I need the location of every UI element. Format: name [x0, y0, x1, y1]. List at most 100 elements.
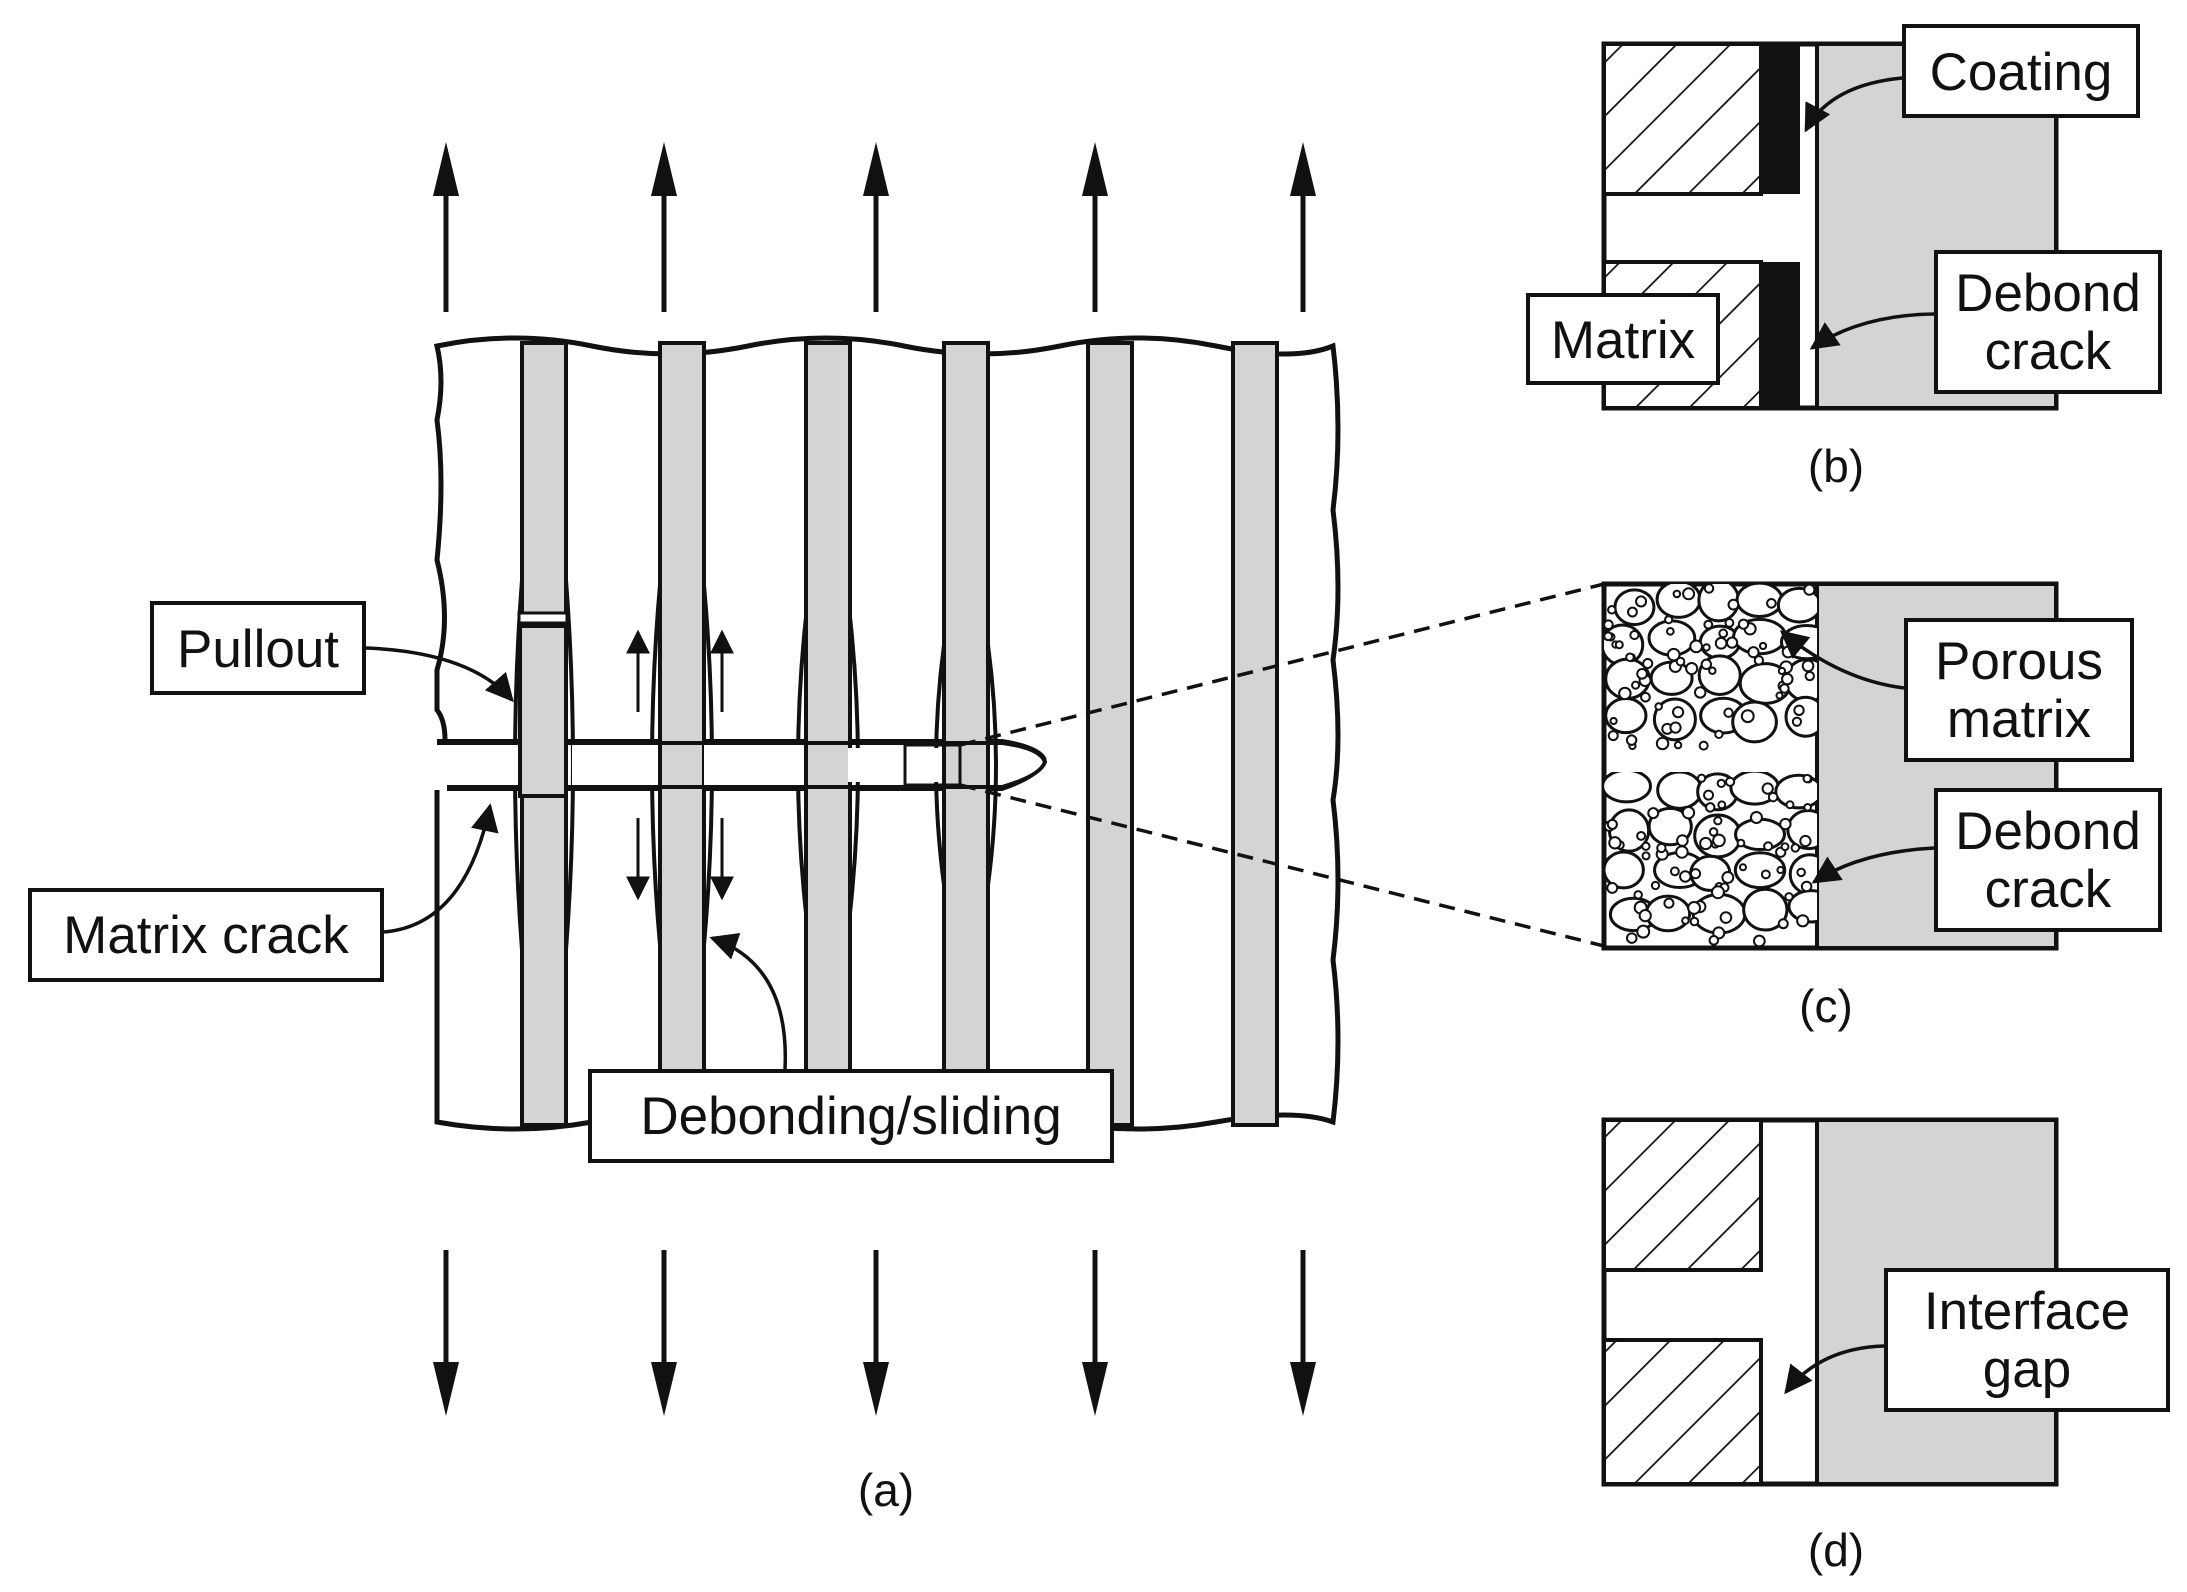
debond-crack-c-label-box — [1934, 788, 2162, 932]
panel-d-caption: (d) — [1808, 1524, 1864, 1576]
pore-small — [1725, 636, 1739, 649]
pore-small — [1717, 800, 1727, 810]
pore — [1787, 889, 1817, 924]
pore-small — [1802, 773, 1812, 784]
pore-small — [1708, 666, 1717, 675]
pore-small — [1638, 909, 1652, 923]
pore-small — [1777, 666, 1786, 676]
pore-small — [1721, 871, 1735, 884]
pore-small — [1714, 729, 1724, 740]
crack-band-mid2 — [704, 744, 804, 786]
panel-d: Interface gap (d) — [1601, 1117, 2170, 1576]
pore-small — [1654, 702, 1663, 711]
pore — [1733, 851, 1787, 890]
callout-debond-crack-b: Debond crack — [1809, 250, 2162, 394]
pore-small — [1775, 691, 1784, 700]
pore-small — [1753, 655, 1765, 666]
callout-debond-crack-c: Debond crack — [1811, 788, 2162, 932]
crack-band-mid1 — [572, 744, 656, 786]
porous-matrix-label-box — [1904, 618, 2134, 762]
load-arrow-top-head-3 — [863, 142, 889, 196]
pore-small — [1696, 773, 1707, 783]
pore-small — [1669, 721, 1682, 734]
sliding-arrows — [626, 629, 734, 901]
pore-small — [1609, 716, 1618, 726]
pore-small — [1791, 716, 1803, 727]
pore-small — [1712, 833, 1726, 848]
pore-small — [1727, 598, 1740, 611]
pore-small — [1635, 595, 1648, 608]
pore-small — [1740, 709, 1755, 724]
pore-small — [1749, 810, 1763, 824]
pore-small — [1796, 867, 1806, 878]
panel-b: Coating Matrix Debond crack (b) — [1526, 24, 2162, 492]
debond-crack-b-label-line1: Debond — [1955, 264, 2141, 323]
pore-small — [1673, 740, 1683, 750]
pore-small — [1703, 619, 1714, 630]
pore-small — [1606, 818, 1618, 830]
pore-small — [1631, 680, 1641, 690]
panel-a: Pullout Matrix crack Debonding/sliding (… — [28, 142, 1341, 1516]
porous-matrix-leader — [1779, 630, 1905, 690]
pore-small — [1776, 865, 1785, 875]
pore-small — [1675, 845, 1689, 859]
interface-gap-label-box — [1884, 1268, 2170, 1412]
porous-matrix-label-line1: Porous — [1935, 632, 2103, 691]
pore-small — [1672, 706, 1685, 719]
pore-small — [1763, 841, 1774, 852]
pore-small — [1790, 843, 1801, 853]
pore-small — [1682, 587, 1696, 601]
pore-small — [1779, 817, 1792, 831]
callout-matrix: Matrix — [1526, 293, 1720, 385]
pore-small — [1704, 802, 1716, 813]
pore-small — [1710, 885, 1725, 900]
matrix-label: Matrix — [1551, 311, 1695, 370]
pore-small — [1699, 836, 1713, 851]
pore-small — [1689, 916, 1700, 927]
pore — [1656, 772, 1703, 810]
pullout-fiber — [517, 611, 569, 798]
pore-small — [1724, 617, 1735, 628]
matrix-label-box — [1526, 293, 1720, 385]
pore-small — [1781, 645, 1795, 659]
pore-small — [1737, 618, 1750, 630]
pore-small — [1766, 597, 1777, 609]
callout-coating: Coating — [1804, 24, 2140, 133]
pore — [1784, 695, 1817, 738]
interface-gap-label-line1: Interface — [1924, 1282, 2130, 1341]
pore-small — [1781, 672, 1794, 686]
pore-small — [1736, 838, 1746, 848]
interface-gap-label-line2: gap — [1983, 1340, 2071, 1399]
interface-gap-leader — [1784, 1344, 1885, 1395]
fiber-4 — [942, 341, 990, 1127]
debond-crack-b-label-line2: crack — [1985, 322, 2112, 381]
pore-small — [1681, 916, 1690, 925]
debond-crack-c-label-line2: crack — [1985, 860, 2112, 919]
pore-small — [1780, 842, 1790, 852]
pore-small — [1708, 827, 1719, 837]
pore-small — [1669, 866, 1680, 877]
pore-small — [1606, 882, 1619, 894]
pore-small — [1687, 900, 1702, 915]
pore-small — [1633, 890, 1643, 900]
load-arrow-bottom-head-1 — [433, 1362, 459, 1416]
pore-small — [1760, 869, 1771, 880]
pore-small — [1716, 778, 1726, 788]
callout-interface-gap: Interface gap — [1784, 1268, 2170, 1412]
pore-small — [1785, 800, 1795, 810]
pore-small — [1663, 897, 1675, 909]
pore-small — [1607, 605, 1617, 615]
panel-c: Porous matrix Debond crack (c) — [1601, 581, 2162, 1032]
pore-small — [1784, 892, 1794, 902]
pore-small — [1625, 734, 1638, 746]
matrix-crack-leader — [383, 803, 499, 934]
pore-small — [1703, 789, 1715, 801]
panel-b-matrix-upper — [1602, 42, 1763, 196]
pore-small — [1626, 606, 1638, 618]
panel-c-caption: (c) — [1799, 980, 1853, 1032]
pore-small — [1666, 627, 1675, 636]
pore-small — [1803, 803, 1812, 812]
pore-small — [1666, 647, 1681, 662]
pore-small — [1719, 911, 1733, 924]
crack-band-mid3 — [848, 748, 940, 782]
